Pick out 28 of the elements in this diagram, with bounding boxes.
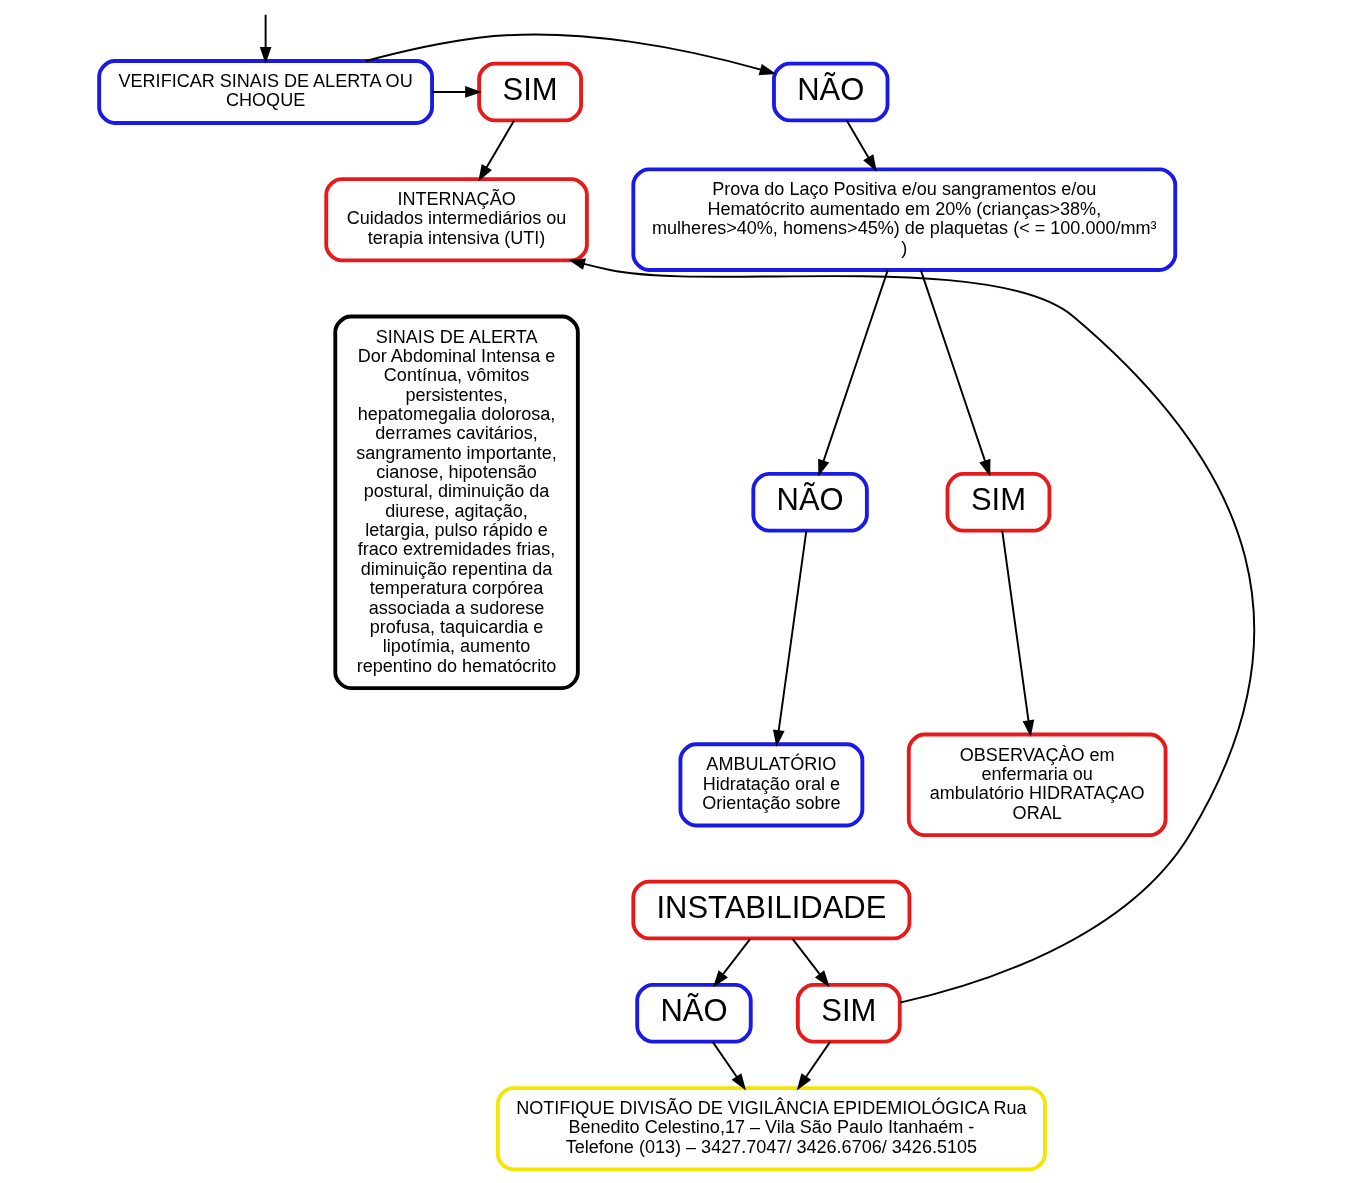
node-box: NÃO bbox=[751, 471, 869, 533]
arrow bbox=[713, 937, 752, 988]
arrow bbox=[818, 269, 889, 477]
node-box: AMBULATÓRIO Hidratação oral e Orientação sobre bbox=[678, 742, 865, 828]
arrow bbox=[772, 529, 808, 747]
node-box: SINAIS DE ALERTA Dor Abdominal Intensa e Contínua, vômitos persistentes, hepatomegalia dolorosa, derrames cavitários, sangramento importante, cianose, hipotensão postural, diminuição da diurese, agitação, letargia, pulso rápido e fraco extremidades frias, diminuição repentina da temperatura corpórea associada a sudorese profusa, taquicardia e lipotímia, aumento repentino do hematócrito bbox=[333, 314, 580, 691]
arrow bbox=[919, 269, 991, 477]
arrow bbox=[568, 258, 1255, 1004]
node-box: OBSERVAÇÀO em enfermaria ou ambulatório HIDRATAÇAO ORAL bbox=[906, 732, 1168, 838]
node-box: SIM bbox=[477, 61, 583, 123]
node-box: Prova do Laço Positiva e/ou sangramentos e/ou Hematócrito aumentado em 20% (crianças>38%, mulheres>40%, homens>45%) de plaquetas (< = 100.000/mm³ ) bbox=[631, 167, 1178, 272]
arrow bbox=[431, 86, 482, 98]
node-box: VERIFICAR SINAIS DE ALERTA OU CHOQUE bbox=[97, 59, 434, 125]
arrow bbox=[364, 33, 777, 76]
arrow bbox=[259, 13, 272, 64]
node-box: SIM bbox=[795, 982, 902, 1044]
node-box: NÃO bbox=[635, 982, 753, 1044]
node-box: SIM bbox=[945, 471, 1052, 533]
arrow bbox=[845, 119, 877, 172]
arrow bbox=[796, 1040, 832, 1091]
node-box: NOTIFIQUE DIVISÃO DE VIGILÂNCIA EPIDEMIOLÓGICA Rua Benedito Celestino,17 – Vila São Paulo Itanhaém - Telefone (013) – 3427.7047/ 3426.6706/ 3426.5105 bbox=[495, 1086, 1047, 1172]
node-box: NÃO bbox=[772, 61, 890, 123]
arrow bbox=[478, 119, 516, 182]
arrow bbox=[1001, 529, 1035, 737]
arrow bbox=[711, 1040, 746, 1091]
node-box: INTERNAÇÃO Cuidados intermediários ou terapia intensiva (UTI) bbox=[324, 177, 589, 263]
node-box: INSTABILIDADE bbox=[631, 879, 912, 941]
arrow bbox=[791, 937, 830, 988]
